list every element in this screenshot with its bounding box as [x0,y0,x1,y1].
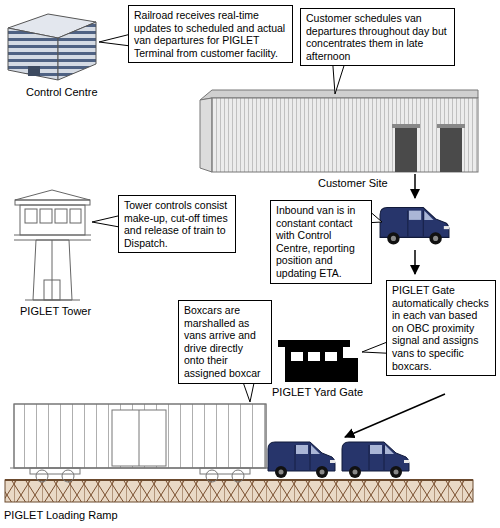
van [380,208,449,245]
customer-site-building [200,90,478,172]
callout-pointer [92,215,121,227]
van [268,442,335,478]
callout-box: Inbound van is in constant contact with … [270,200,372,284]
callout-pointer [243,381,255,402]
callout-box: Boxcars are marshalled as vans arrive an… [178,300,272,384]
yard-gate [278,340,358,382]
callout-box: Railroad receives real-time updates to s… [128,5,293,63]
part-label: Control Centre [26,86,98,98]
flow-arrow [345,394,445,437]
part-label: PIGLET Loading Ramp [4,509,118,521]
part-label: PIGLET Tower [20,305,91,317]
callout-text: Tower controls consist make-up, cut-off … [124,199,230,249]
callout-pointer [362,341,389,353]
callout-box: Customer schedules van departures throug… [300,8,455,66]
callout-box: PIGLET Gate automatically checks in each… [386,280,496,376]
callout-text: PIGLET Gate automatically checks in each… [392,284,490,372]
callout-text: Railroad receives real-time updates to s… [134,9,287,59]
callout-pointer [99,34,131,46]
part-label: Customer Site [318,177,388,189]
part-label: PIGLET Yard Gate [272,386,363,398]
callout-text: Boxcars are marshalled as vans arrive an… [184,304,266,380]
control-centre-building [8,14,96,80]
callout-pointer [333,63,345,94]
loading-ramp [5,480,473,502]
callout-text: Inbound van is in constant contact with … [276,204,366,280]
boxcar [10,404,270,482]
callout-text: Customer schedules van departures throug… [306,12,449,62]
callout-box: Tower controls consist make-up, cut-off … [118,195,236,253]
van [342,442,409,478]
flow-arrow [414,174,416,198]
flow-arrow [414,250,416,274]
tower [14,190,91,300]
